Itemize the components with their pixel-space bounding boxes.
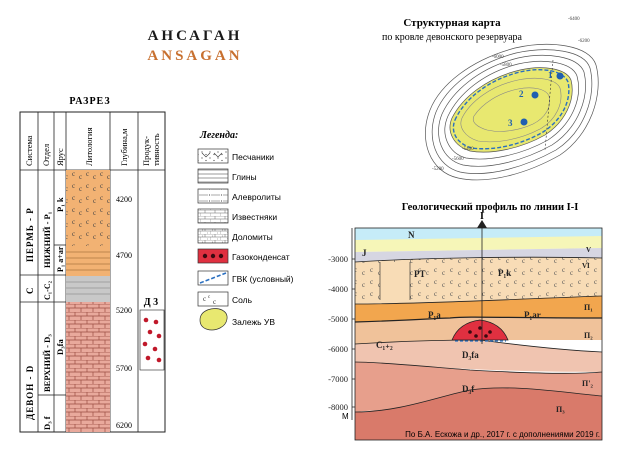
col-system: Система	[24, 135, 34, 166]
stage-d3fa: D₃fa	[55, 338, 65, 355]
division-c1c2: C₁-C₂	[43, 280, 52, 300]
system-devon: ДЕВОН - D	[25, 365, 35, 420]
well-marker-icon	[520, 118, 528, 126]
legend-label: ГВК (условный)	[232, 274, 294, 284]
profile-line-label: I	[480, 211, 484, 222]
contour-label: -6200	[578, 39, 590, 44]
stage-p1aar: P₁ a+ar	[56, 246, 65, 272]
legend: Песчаники Глины Алевролиты Известняки До…	[197, 148, 294, 331]
map-title-line2: по кровле девонского резервуара	[382, 32, 523, 43]
layer-label: П'₂	[582, 379, 593, 388]
well-marker-icon	[531, 91, 539, 99]
layer-label: D₃f	[462, 384, 475, 394]
legend-label: Алевролиты	[232, 192, 281, 202]
system-c: C	[25, 288, 35, 295]
depth-tick: 5700	[116, 364, 132, 373]
y-tick: -8000	[328, 402, 348, 412]
well-label: 2	[519, 89, 524, 99]
layer-label: C₁₊₂	[376, 340, 393, 350]
dolomite-icon	[197, 228, 229, 244]
siltstone-icon	[197, 188, 229, 204]
legend-title: Легенда:	[199, 130, 238, 141]
gas-condensate-icon	[197, 248, 229, 264]
col-productivity: Продук-тивность	[141, 133, 161, 166]
productive-label: Д 3	[144, 297, 158, 308]
svg-text:c: c	[208, 295, 211, 300]
contour-label: -5400	[462, 147, 474, 152]
salt-icon: c c c	[197, 291, 229, 307]
layer-label: P₁k	[498, 268, 511, 278]
map-title-line1: Структурная карта	[403, 17, 501, 29]
layer-label: П₁	[584, 303, 593, 312]
gas-condensate-body	[451, 319, 509, 341]
contour-label: -5600	[452, 157, 464, 162]
hydrocarbon-deposit-icon	[199, 308, 228, 331]
y-tick: -3000	[328, 254, 348, 264]
layer-label: П₂	[584, 331, 593, 340]
gwc-icon	[197, 270, 229, 286]
y-tick: -6000	[328, 344, 348, 354]
legend-label: Соль	[232, 295, 253, 305]
title-en: ANSAGAN	[147, 48, 242, 64]
gwc-line	[452, 69, 570, 150]
clay-icon	[197, 168, 229, 184]
layer-label: П₃	[556, 405, 565, 414]
depth-tick: 4200	[116, 195, 132, 204]
contour-label: -6400	[568, 17, 580, 22]
structure-map: -6400 -6200 -6000 -5800 -5600 -5400 -520…	[425, 17, 599, 181]
geological-profile: I -3000 -4000 -5000 -6000 -7000 -8000 M …	[328, 211, 603, 441]
svg-text:c: c	[213, 298, 216, 306]
depth-tick: 6200	[116, 421, 132, 430]
layer-label: P₁ar	[524, 310, 541, 320]
well-markers: 1 2 3	[508, 70, 564, 128]
section-title: РАЗРЕЗ	[69, 96, 110, 107]
legend-label: Глины	[232, 172, 257, 182]
y-tick: -7000	[328, 374, 348, 384]
col-lithology: Литология	[84, 127, 94, 166]
sandstone-icon	[197, 148, 229, 164]
depth-tick: 5200	[116, 306, 132, 315]
layer-label: N	[408, 230, 415, 240]
layer-label: D₃fa	[462, 350, 479, 360]
gas-condensate-dots	[142, 317, 162, 363]
profile-title: Геологический профиль по линии I-I	[402, 202, 579, 213]
y-tick: -5000	[328, 314, 348, 324]
layer-label: P₁a	[428, 310, 441, 320]
y-tick: -4000	[328, 284, 348, 294]
col-depth: Глубина,м	[119, 128, 129, 166]
system-perm: ПЕРМЬ - P	[25, 207, 35, 262]
y-axis-label: M	[342, 412, 349, 421]
legend-label: Известняки	[232, 212, 277, 222]
contour-label: -5800	[500, 63, 512, 68]
contour-labels: -6400 -6200 -6000 -5800 -5600 -5400 -520…	[432, 17, 590, 172]
legend-label: Песчаники	[232, 152, 274, 162]
division-upper-devon: ВЕРХНИЙ - D₃	[42, 334, 52, 392]
col-division: Отдел	[41, 143, 51, 166]
legend-label: Залежь УВ	[232, 317, 275, 327]
well-label: 3	[508, 118, 513, 128]
hc-deposit-area	[449, 67, 573, 153]
layer-label: PT	[414, 269, 426, 279]
division-lower-perm: НИЖНИЙ - P₁	[42, 211, 52, 268]
depth-tick: 4700	[116, 251, 132, 260]
layer-label: VI	[582, 262, 590, 270]
well-marker-icon	[556, 72, 564, 80]
stage-p1k: P₁ k	[55, 197, 65, 212]
svg-text:c: c	[203, 295, 206, 303]
contour-label: -6000	[492, 55, 504, 60]
stratigraphic-column: Система Отдел Ярус Литология Глубина,м П…	[19, 111, 166, 433]
limestone-icon	[197, 208, 229, 224]
layer-label: J	[362, 248, 367, 258]
legend-label: Газоконденсат	[232, 252, 290, 262]
title-ru: АНСАГАН	[148, 28, 243, 44]
contour-label: -5200	[432, 167, 444, 172]
col-stage: Ярус	[55, 148, 65, 166]
layer-label: V	[586, 246, 591, 254]
source-note: По Б.А. Ескожа и др., 2017 г. с дополнен…	[405, 430, 600, 439]
well-label: 1	[548, 70, 553, 80]
legend-label: Доломиты	[232, 232, 273, 242]
stage-d3f: D₃ f	[42, 416, 52, 430]
